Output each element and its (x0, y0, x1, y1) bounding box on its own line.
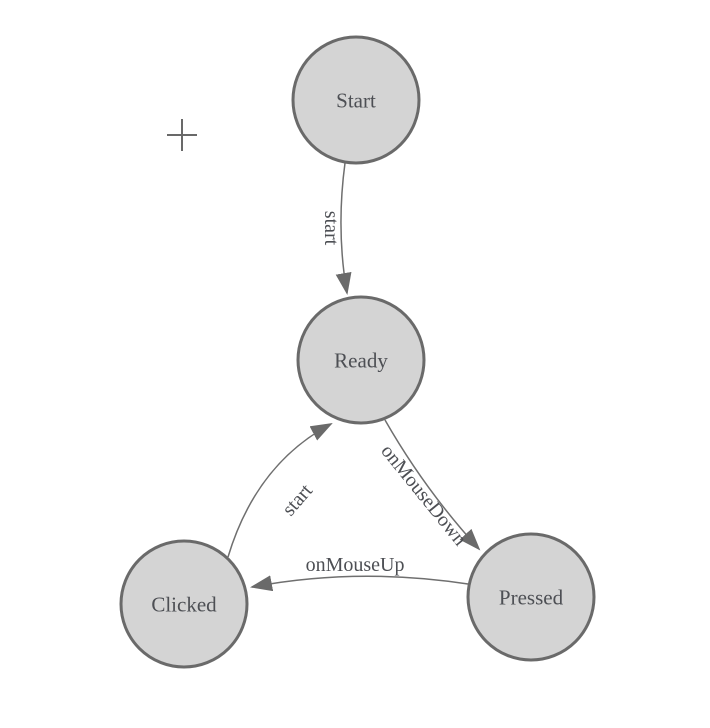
node-clicked-label: Clicked (151, 592, 217, 616)
edge-ready-to-pressed[interactable]: onMouseDown (376, 419, 481, 551)
edge-ready-to-pressed-line[interactable] (384, 419, 481, 551)
edge-ready-to-pressed-label: onMouseDown (376, 440, 471, 550)
node-ready[interactable]: Ready (296, 295, 426, 425)
edge-start-to-ready-label: start (320, 211, 342, 246)
edge-pressed-to-clicked-line[interactable] (250, 575, 469, 592)
node-ready-label: Ready (334, 348, 388, 372)
edge-start-to-ready[interactable]: start (320, 162, 352, 295)
edge-clicked-to-ready-label: start (278, 480, 317, 521)
node-ready-circle (296, 295, 426, 425)
node-pressed-circle (466, 532, 596, 662)
edge-clicked-to-ready-line[interactable] (227, 423, 333, 558)
node-pressed[interactable]: Pressed (466, 532, 596, 662)
node-clicked-circle (119, 539, 249, 669)
edge-start-to-ready-line[interactable] (335, 162, 352, 295)
edge-pressed-to-clicked-label: onMouseUp (306, 554, 405, 576)
node-start[interactable]: Start (291, 35, 421, 165)
origin-crosshair-icon (167, 119, 197, 151)
edge-clicked-to-ready[interactable]: start (227, 423, 333, 558)
edge-pressed-to-clicked[interactable]: onMouseUp (250, 554, 469, 592)
node-clicked[interactable]: Clicked (119, 539, 249, 669)
node-pressed-label: Pressed (499, 585, 564, 609)
node-start-label: Start (336, 88, 376, 112)
node-start-circle (291, 35, 421, 165)
